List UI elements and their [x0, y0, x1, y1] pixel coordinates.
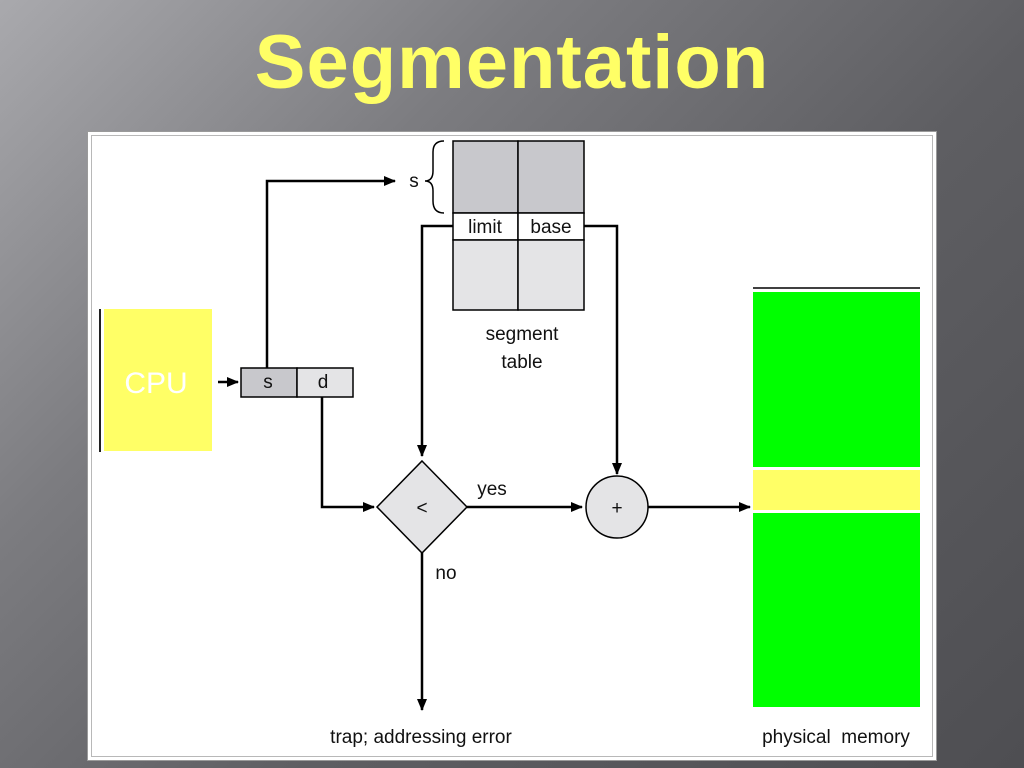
- address-field-s: [240, 367, 298, 398]
- cpu-block: [104, 309, 212, 451]
- cpu-label: CPU: [124, 367, 187, 400]
- compare-symbol: <: [416, 498, 427, 519]
- table-limit-label: limit: [468, 217, 502, 238]
- table-lower-limit-cell: [452, 239, 519, 311]
- segment-index-path: [265, 176, 396, 368]
- memory-segment: [753, 470, 920, 510]
- memory-label: physical memory: [762, 727, 910, 748]
- address-d-label: d: [318, 372, 329, 393]
- add-symbol: +: [611, 498, 622, 519]
- offset-path: [320, 397, 375, 512]
- slide-title: Segmentation: [254, 20, 770, 105]
- segment-index-label: s: [409, 171, 419, 192]
- table-upper-limit-cell: [452, 140, 519, 214]
- address-s-label: s: [263, 372, 273, 393]
- limit-path: [417, 224, 453, 457]
- segment-brace: [424, 140, 445, 214]
- table-upper-base-cell: [517, 140, 585, 214]
- table-limit-cell: [452, 212, 519, 241]
- trap-label: trap; addressing error: [330, 727, 512, 748]
- table-lower-base-cell: [517, 239, 585, 311]
- table-base-label: base: [530, 217, 571, 238]
- table-caption-line1: segment: [486, 324, 560, 345]
- memory-block-lower: [753, 513, 920, 707]
- yes-label: yes: [477, 479, 507, 500]
- base-path: [584, 224, 622, 475]
- memory-block-upper: [753, 292, 920, 467]
- no-label: no: [435, 563, 456, 584]
- table-caption-line2: table: [501, 352, 542, 373]
- address-field-d: [296, 367, 354, 398]
